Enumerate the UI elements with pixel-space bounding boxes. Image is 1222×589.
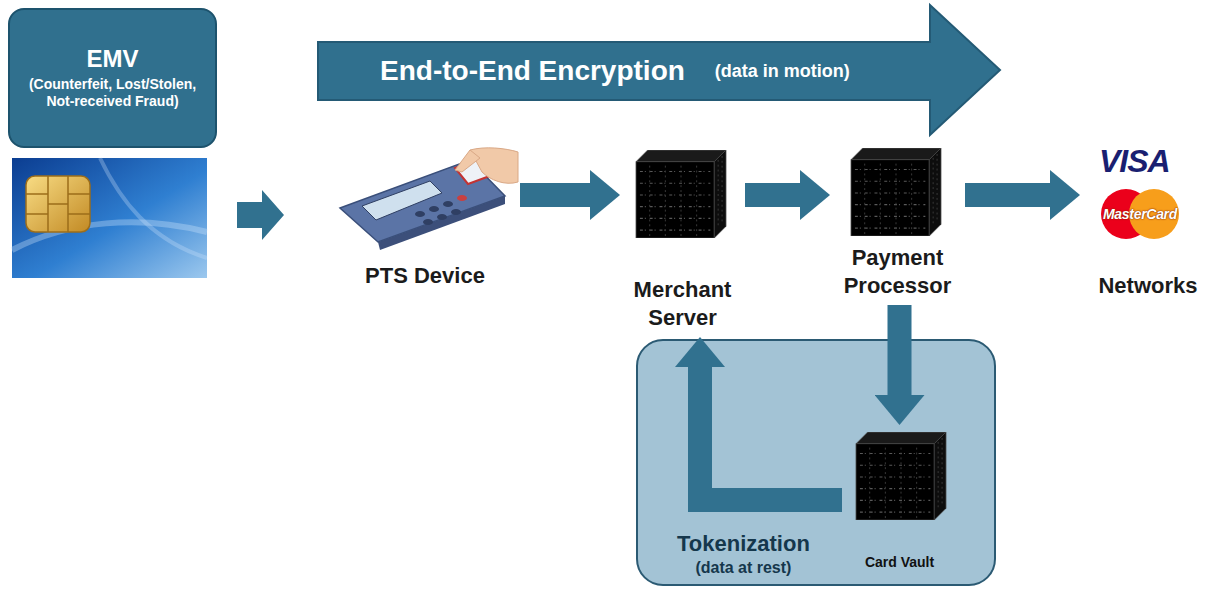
payment-terminal-picture — [470, 148, 518, 183]
text-group: End-to-End Encryption (data in motion) — [380, 42, 850, 100]
flow-arrow — [745, 183, 800, 207]
payment-terminal-picture — [443, 201, 453, 207]
tokenization-panel: Tokenization(data at rest) Card Vault — [637, 340, 995, 585]
brand-logo-text: VISA — [1099, 143, 1170, 180]
credit-card-picture — [26, 176, 90, 232]
band-arrow-shape — [318, 5, 1000, 135]
node-subtext: (Counterfeit, Lost/Stolen, Not-received … — [20, 76, 205, 111]
vault-icon — [856, 432, 946, 520]
payment-terminal-picture — [362, 181, 442, 220]
text-group: Merchant Server — [620, 276, 745, 331]
node-heading: Networks — [1080, 272, 1216, 300]
node-heading: PTS Device — [330, 262, 520, 290]
payment-terminal-picture — [437, 214, 447, 220]
payment-terminal-picture — [457, 195, 467, 201]
server-icon — [636, 150, 726, 238]
credit-card-picture — [100, 158, 207, 258]
node-heading: Tokenization — [677, 531, 810, 557]
node-subtext: (data at rest) — [677, 558, 810, 577]
text-group: Payment Processor — [830, 244, 965, 299]
text-group: Networks — [1080, 272, 1216, 300]
encryption-band: End-to-End Encryption (data in motion) — [318, 5, 1000, 135]
text-group: Tokenization(data at rest) — [677, 531, 810, 577]
flow-arrow — [520, 183, 590, 207]
node-heading: Payment Processor — [830, 244, 965, 299]
connector-group — [520, 195, 1050, 500]
device-node: PTS Device — [330, 145, 520, 295]
tokenization-panel-shape — [637, 340, 995, 585]
node-subtext: (data in motion) — [715, 61, 850, 82]
flow-arrow — [700, 367, 842, 500]
brand-logo-text: MasterCard — [1090, 206, 1190, 222]
payment-terminal-picture — [451, 209, 461, 215]
payment-terminal-picture — [429, 206, 439, 212]
payment-terminal-picture — [415, 211, 425, 217]
payment-terminal-picture — [340, 148, 518, 250]
server-icon — [851, 148, 941, 236]
node-heading: End-to-End Encryption — [380, 55, 685, 87]
payment-terminal-picture — [455, 150, 480, 172]
credit-card-picture — [12, 158, 207, 278]
server-node: Merchant Server — [620, 145, 745, 337]
node-heading: EMV — [86, 45, 138, 74]
credit-card-picture — [12, 158, 207, 278]
processor-node: Payment Processor — [830, 145, 965, 305]
node-heading: Merchant Server — [620, 276, 745, 331]
payment-terminal-picture — [423, 219, 433, 225]
flow-arrow — [965, 183, 1050, 207]
text-group: PTS Device — [330, 262, 520, 290]
flow-arrow — [237, 190, 284, 240]
text-group: Card Vault — [842, 554, 957, 571]
credit-card-picture — [26, 176, 90, 232]
node-heading: Card Vault — [842, 554, 957, 571]
fraud-box: EMV(Counterfeit, Lost/Stolen, Not-receiv… — [8, 8, 217, 148]
vault-node: Card Vault — [842, 425, 957, 575]
flow-arrow — [888, 305, 912, 395]
text-group: EMV(Counterfeit, Lost/Stolen, Not-receiv… — [10, 10, 215, 146]
